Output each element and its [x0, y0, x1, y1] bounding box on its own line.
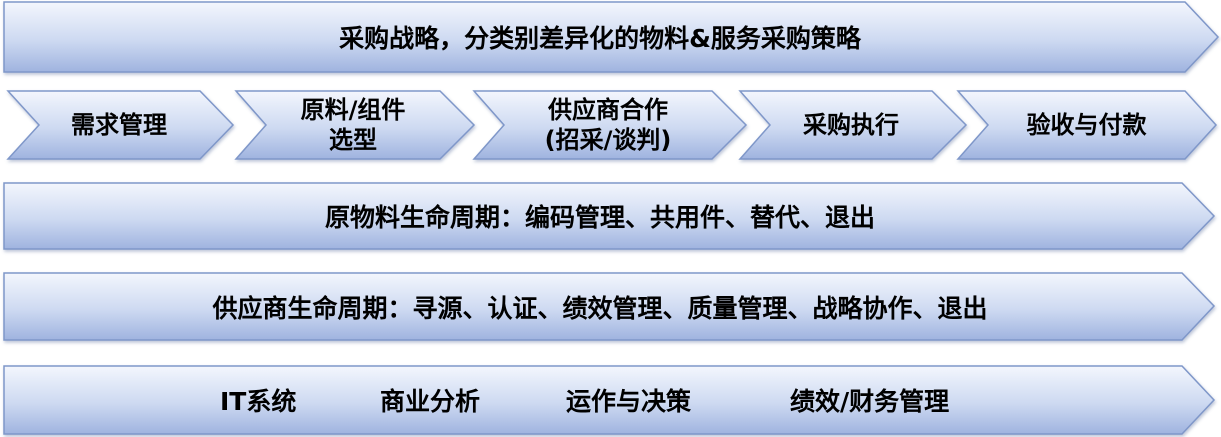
it-row-arrow [3, 365, 1216, 435]
step-1-line1: 需求管理 [71, 111, 167, 139]
strategy-banner-label: 采购战略，分类别差异化的物料&服务采购策略 [339, 24, 861, 53]
operations-decision-label: 运作与决策 [566, 387, 692, 416]
step-label-demand-management: 需求管理 [39, 91, 199, 159]
step-label-acceptance-payment: 验收与付款 [988, 91, 1185, 159]
supplier-lifecycle-arrow [3, 272, 1216, 341]
it-row: IT系统 商业分析 运作与决策 绩效/财务管理 [0, 364, 1200, 436]
material-lifecycle-arrow [3, 182, 1216, 250]
performance-finance-label: 绩效/财务管理 [790, 387, 950, 416]
chevron-step-2 [234, 90, 476, 160]
chevron-step-1 [6, 90, 235, 160]
chevron-step-3 [472, 90, 748, 160]
step-5-line1: 验收与付款 [1026, 111, 1147, 139]
it-systems-label: IT系统 [220, 387, 297, 416]
step-3-line2: (招采/谈判) [544, 126, 672, 154]
step-2-line2: 选型 [329, 126, 377, 154]
chevron-step-5 [956, 90, 1218, 160]
step-label-purchase-execution: 采购执行 [770, 91, 932, 159]
step-3-line1: 供应商合作 [548, 96, 668, 124]
supplier-lifecycle-label: 供应商生命周期：寻源、认证、绩效管理、质量管理、战略协作、退出 [212, 293, 988, 323]
step-2-line1: 原料/组件 [300, 96, 406, 124]
step-label-material-selection: 原料/组件 选型 [266, 91, 440, 159]
strategy-banner-arrow [3, 1, 1220, 73]
material-lifecycle-label: 原物料生命周期：编码管理、共用件、替代、退出 [324, 203, 875, 232]
chevron-step-4 [738, 90, 968, 160]
step-4-line1: 采购执行 [803, 111, 899, 139]
business-analysis-label: 商业分析 [380, 387, 481, 416]
step-label-supplier-cooperation: 供应商合作 (招采/谈判) [504, 91, 712, 159]
